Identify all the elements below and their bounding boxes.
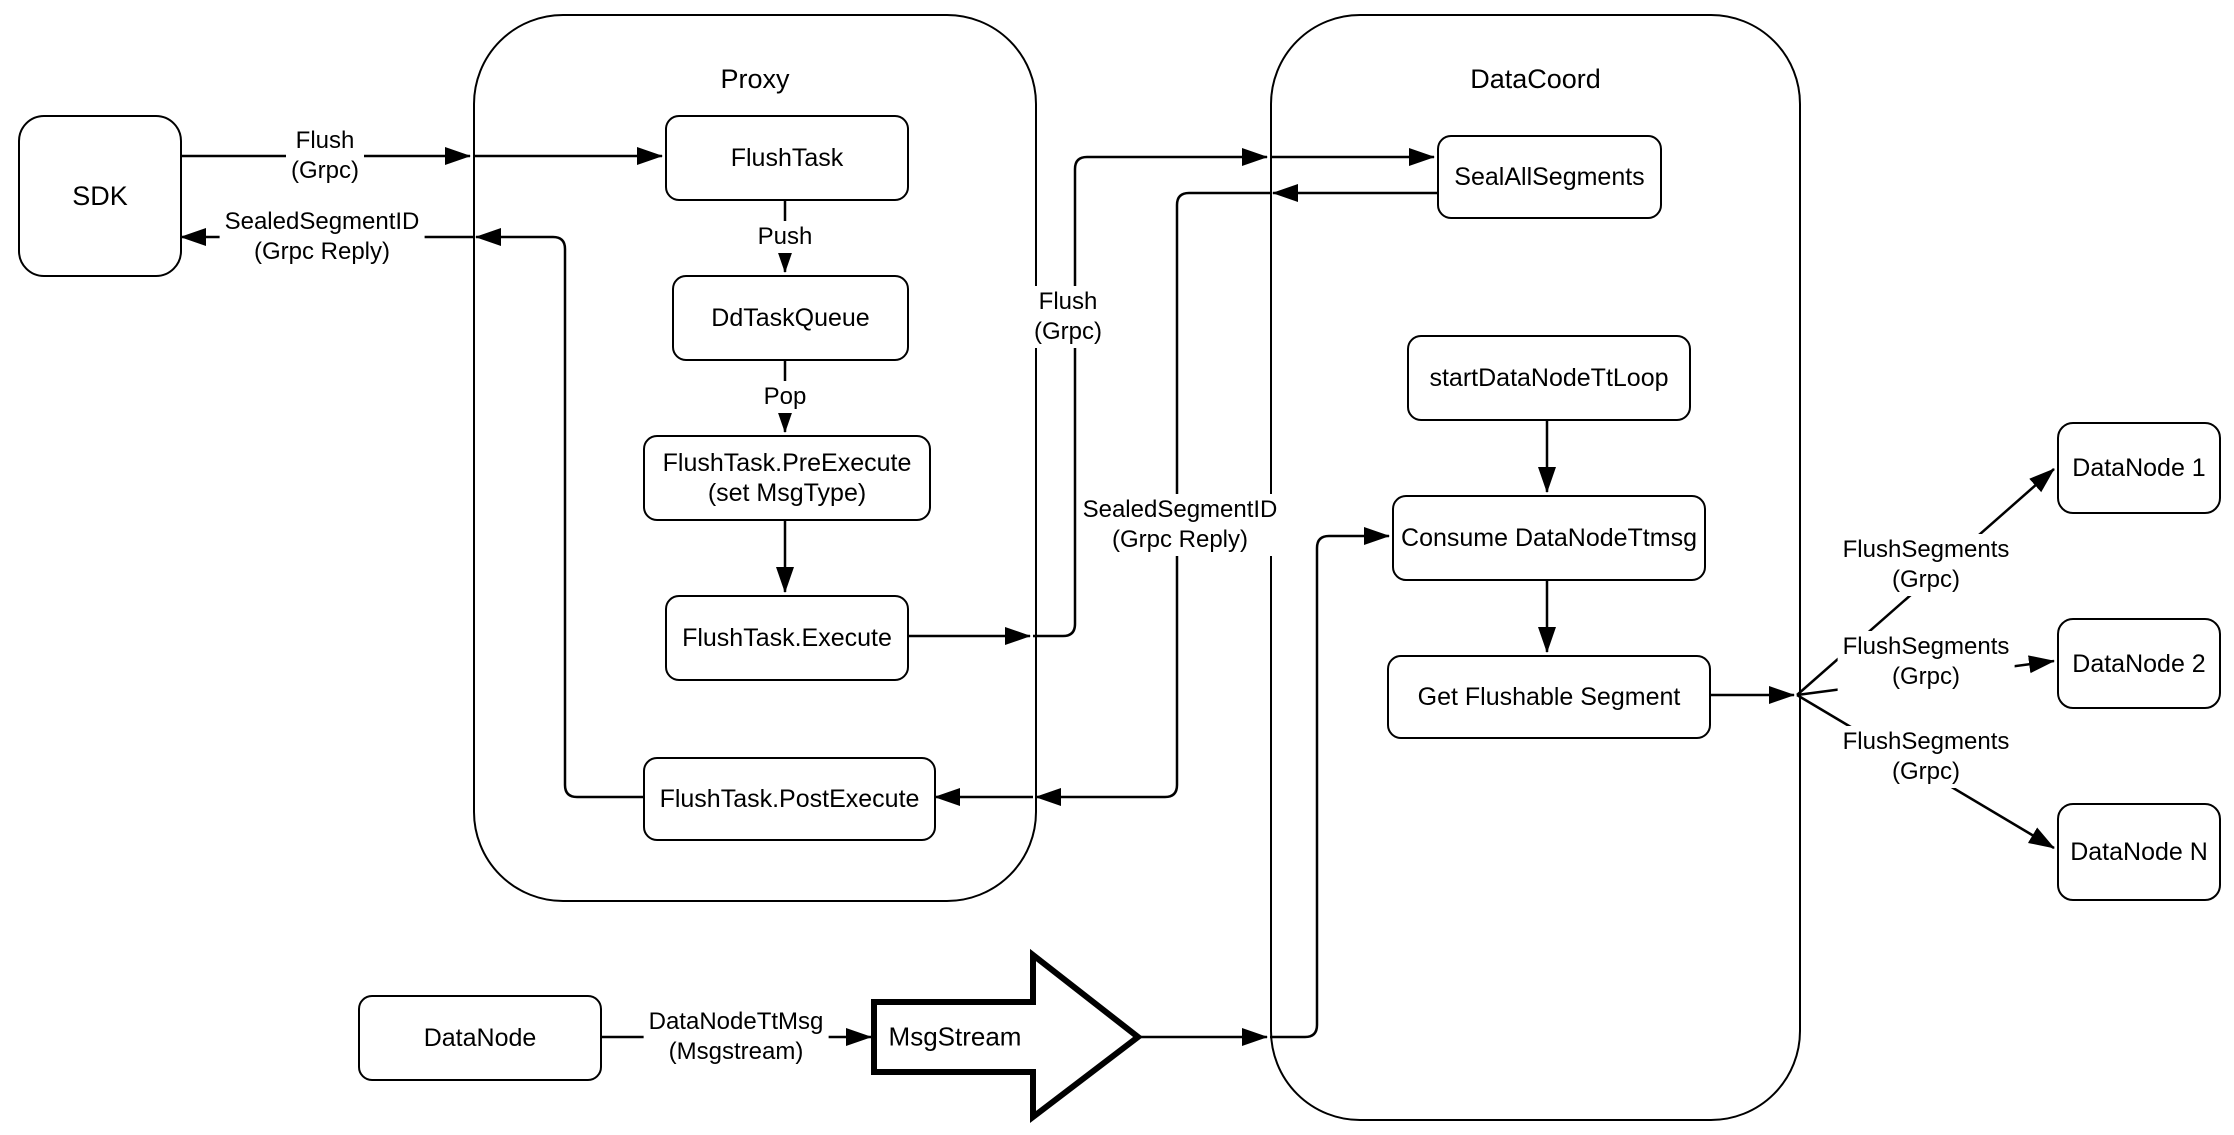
- node-sealallsegments: SealAllSegments: [1437, 135, 1662, 219]
- edge-msgstream-up-to-consume: [1270, 527, 1390, 1039]
- label-sealedsegmentid-sdk: SealedSegmentID (Grpc Reply): [219, 206, 425, 268]
- edge-flush-up-to-datacoord: [1033, 148, 1268, 638]
- label-datanodettmsg: DataNodeTtMsg (Msgstream): [643, 1006, 829, 1068]
- label-sealedsegmentid-mid: SealedSegmentID (Grpc Reply): [1077, 494, 1283, 556]
- msgstream-block-arrow: [871, 948, 1143, 1124]
- datacoord-container: DataCoord: [1270, 14, 1801, 1121]
- label-pop: Pop: [758, 381, 812, 413]
- node-flushtask-execute: FlushTask.Execute: [665, 595, 909, 681]
- node-startdatanodettloop: startDataNodeTtLoop: [1407, 335, 1691, 421]
- proxy-container-title: Proxy: [720, 64, 790, 94]
- node-datanode-2: DataNode 2: [2057, 618, 2221, 709]
- node-ddtaskqueue: DdTaskQueue: [672, 275, 909, 361]
- datacoord-container-title: DataCoord: [1470, 64, 1601, 94]
- msgstream-label: MsgStream: [888, 1021, 1022, 1052]
- label-flushsegments-2: FlushSegments (Grpc): [1837, 631, 2015, 693]
- node-sdk: SDK: [18, 115, 182, 277]
- label-push: Push: [752, 221, 818, 253]
- node-get-flushable-segment: Get Flushable Segment: [1387, 655, 1711, 739]
- node-flushtask-postexecute: FlushTask.PostExecute: [643, 757, 936, 841]
- edge-postexecute-to-proxy-edge: [475, 228, 643, 799]
- label-flushsegments-1: FlushSegments (Grpc): [1837, 534, 2015, 596]
- node-flushtask-preexecute: FlushTask.PreExecute (set MsgType): [643, 435, 931, 521]
- node-datanode-bottom: DataNode: [358, 995, 602, 1081]
- label-flushsegments-3: FlushSegments (Grpc): [1837, 726, 2015, 788]
- label-flush-grpc-sdk: Flush (Grpc): [286, 125, 364, 187]
- node-consume-datanodettmsg: Consume DataNodeTtmsg: [1392, 495, 1706, 581]
- node-datanode-1: DataNode 1: [2057, 422, 2221, 514]
- node-datanode-n: DataNode N: [2057, 803, 2221, 901]
- label-flush-grpc-mid: Flush (Grpc): [1029, 286, 1107, 348]
- node-flushtask: FlushTask: [665, 115, 909, 201]
- proxy-container: Proxy: [473, 14, 1037, 902]
